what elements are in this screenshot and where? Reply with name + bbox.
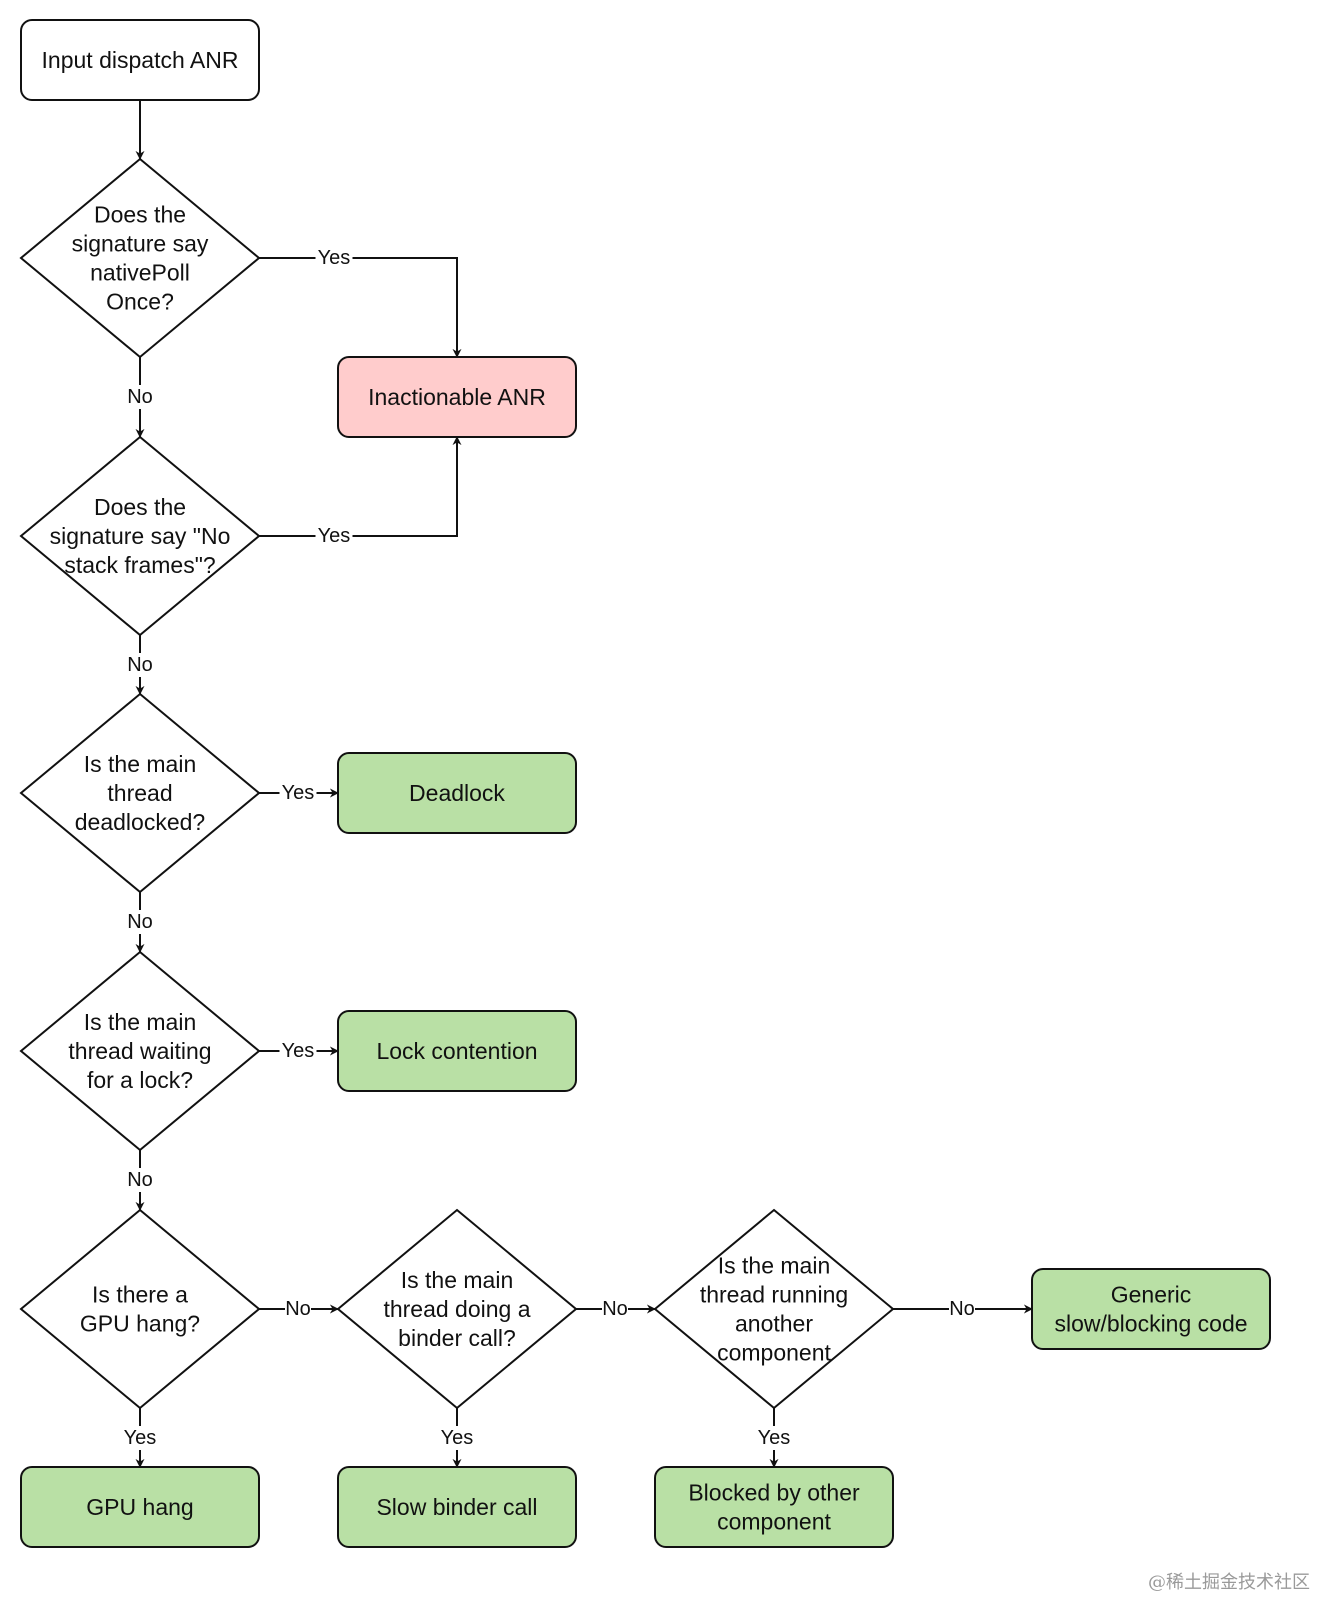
node-r-generic: Generic slow/blocking code	[1031, 1268, 1271, 1350]
node-label-line: slow/blocking code	[1054, 1311, 1247, 1337]
node-label-line: Does the	[94, 494, 186, 520]
edge-label-background	[127, 910, 153, 934]
watermark: @稀土掘金技术社区	[1148, 1572, 1310, 1593]
edge-label-no: No	[127, 1169, 153, 1191]
edge-q-no-stack-to-r-inactionable	[259, 436, 462, 537]
edge-label-background	[121, 1426, 159, 1450]
process-box	[20, 1466, 260, 1548]
edge-label-background	[315, 246, 353, 270]
node-label-line: Is the main	[718, 1253, 831, 1279]
node-q-deadlocked: Is the main thread deadlocked?	[19, 692, 261, 894]
node-label-line: signature say "No	[50, 523, 231, 549]
edge-label-yes: Yes	[282, 782, 315, 804]
node-label-line: Is there a	[92, 1282, 188, 1308]
decision-diamond	[19, 692, 261, 894]
edge-label-background	[127, 1168, 153, 1192]
node-label-line: Is the main	[401, 1267, 514, 1293]
edge-label-yes: Yes	[282, 1040, 315, 1062]
node-q-component: Is the main thread running another componen…	[653, 1208, 895, 1410]
node-label-line: thread doing a	[383, 1296, 530, 1322]
edge-label-background	[279, 1039, 317, 1063]
edge-label-yes: Yes	[318, 525, 351, 547]
edge-label-no: No	[602, 1298, 628, 1320]
edge-label-no: No	[285, 1298, 311, 1320]
edge-label-no: No	[127, 911, 153, 933]
node-label-line: component	[717, 1340, 831, 1366]
edge-q-native-poll-to-r-inactionable	[259, 257, 462, 358]
edge-label-background	[279, 781, 317, 805]
node-label-line: Does the	[94, 202, 186, 228]
edge-label-background	[438, 1426, 476, 1450]
node-label-line: Deadlock	[409, 780, 505, 806]
process-box	[337, 1010, 577, 1092]
node-label-line: thread	[107, 780, 172, 806]
node-label-line: Slow binder call	[376, 1494, 537, 1520]
edge-label-no: No	[949, 1298, 975, 1320]
node-label-line: deadlocked?	[75, 809, 205, 835]
node-r-lock-contention: Lock contention	[337, 1010, 577, 1092]
edge-label-yes: Yes	[758, 1427, 791, 1449]
node-r-slow-binder: Slow binder call	[337, 1466, 577, 1548]
decision-diamond	[653, 1208, 895, 1410]
decision-diamond	[336, 1208, 578, 1410]
node-label-line: Lock contention	[376, 1038, 537, 1064]
node-q-lock-wait: Is the main thread waiting for a lock?	[19, 950, 261, 1152]
edge-label-background	[285, 1297, 311, 1321]
process-box	[1031, 1268, 1271, 1350]
decision-diamond	[19, 435, 261, 637]
node-label-line: Input dispatch ANR	[42, 47, 239, 73]
node-label-line: GPU hang?	[80, 1311, 200, 1337]
node-q-no-stack: Does the signature say "No stack frames"?	[19, 435, 261, 637]
decision-diamond	[19, 157, 261, 359]
node-r-gpu-hang: GPU hang	[20, 1466, 260, 1548]
node-start: Input dispatch ANR	[20, 19, 260, 101]
node-label-line: Generic	[1111, 1282, 1192, 1308]
node-label-line: component	[717, 1509, 831, 1535]
node-q-gpu: Is there a GPU hang?	[19, 1208, 261, 1410]
process-box	[20, 19, 260, 101]
node-label-line: binder call?	[398, 1325, 516, 1351]
node-label-line: another	[735, 1311, 813, 1337]
process-box	[337, 356, 577, 438]
node-label-line: signature say	[72, 231, 209, 257]
process-box	[337, 752, 577, 834]
node-label-line: Inactionable ANR	[368, 384, 546, 410]
node-r-blocked: Blocked by other component	[654, 1466, 894, 1548]
edge-label-yes: Yes	[441, 1427, 474, 1449]
node-label-line: Is the main	[84, 1009, 197, 1035]
node-label-line: Once?	[106, 289, 174, 315]
edge-label-background	[602, 1297, 628, 1321]
node-label-line: nativePoll	[90, 260, 190, 286]
node-label-line: for a lock?	[87, 1067, 193, 1093]
node-r-inactionable: Inactionable ANR	[337, 356, 577, 438]
edge-label-no: No	[127, 654, 153, 676]
edge-label-no: No	[127, 386, 153, 408]
process-box	[337, 1466, 577, 1548]
node-label-line: GPU hang	[86, 1494, 193, 1520]
decision-diamond	[19, 1208, 261, 1410]
edge-label-background	[127, 385, 153, 409]
edge-label-background	[127, 653, 153, 677]
edge-label-background	[949, 1297, 975, 1321]
node-q-binder: Is the main thread doing a binder call?	[336, 1208, 578, 1410]
edge-label-yes: Yes	[318, 247, 351, 269]
nodes-layer: Input dispatch ANR Does the signature say n…	[19, 19, 1271, 1548]
node-label-line: Is the main	[84, 751, 197, 777]
edge-label-background	[315, 524, 353, 548]
node-label-line: thread waiting	[68, 1038, 211, 1064]
process-box	[654, 1466, 894, 1548]
decision-diamond	[19, 950, 261, 1152]
edges-layer	[135, 100, 1033, 1468]
edge-label-background	[755, 1426, 793, 1450]
edge-label-yes: Yes	[124, 1427, 157, 1449]
node-r-deadlock: Deadlock	[337, 752, 577, 834]
node-label-line: thread running	[700, 1282, 848, 1308]
node-label-line: stack frames"?	[64, 552, 215, 578]
node-label-line: Blocked by other	[688, 1480, 860, 1506]
